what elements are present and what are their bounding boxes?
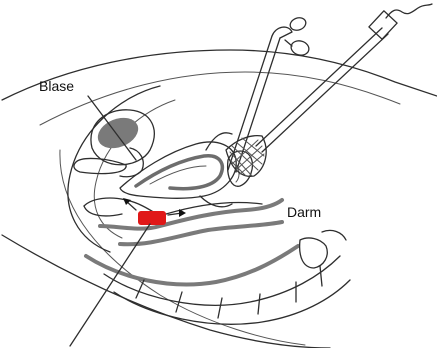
pubic-bone	[74, 158, 126, 173]
lesion-marker	[138, 211, 166, 225]
forceps-instrument	[228, 16, 311, 172]
lesion	[138, 211, 166, 225]
uterus	[120, 133, 236, 199]
laparoscope-instrument	[256, 4, 432, 152]
bowel	[100, 200, 282, 244]
lesion-leader-line	[70, 224, 150, 346]
bowel-label: Darm	[287, 204, 321, 220]
adnexa	[200, 151, 252, 207]
body-contour	[2, 50, 437, 348]
bladder-label: Blase	[39, 78, 74, 94]
